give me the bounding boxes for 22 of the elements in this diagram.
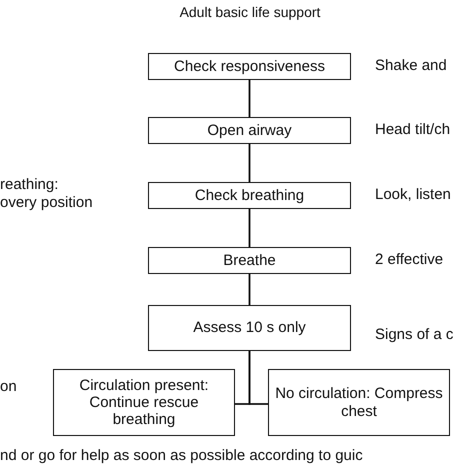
diagram-title: Adult basic life support xyxy=(178,4,322,20)
side-note: 2 effective xyxy=(375,251,444,268)
process-box: No circulation: Compress chest xyxy=(268,369,450,436)
process-box: Check breathing xyxy=(148,182,351,209)
process-box: Circulation present: Continue rescue breathing xyxy=(53,369,235,436)
side-note: reathing: xyxy=(0,176,58,193)
side-note: on xyxy=(0,378,17,395)
connector-line xyxy=(248,144,250,182)
side-note: Signs of a c xyxy=(375,326,454,343)
process-box: Assess 10 s only xyxy=(148,305,351,351)
connector-line xyxy=(248,274,250,305)
connector-line xyxy=(248,351,268,405)
connector-line xyxy=(248,209,250,247)
process-box: Breathe xyxy=(148,247,351,274)
connector-line xyxy=(248,80,250,117)
side-note: nd or go for help as soon as possible according to guic xyxy=(0,447,363,464)
side-note: overy position xyxy=(0,194,93,211)
process-box: Open airway xyxy=(148,117,351,144)
side-note: Shake and xyxy=(375,57,447,74)
side-note: Head tilt/ch xyxy=(375,121,450,138)
process-box: Check responsiveness xyxy=(148,53,351,80)
side-note: Look, listen xyxy=(375,186,451,203)
